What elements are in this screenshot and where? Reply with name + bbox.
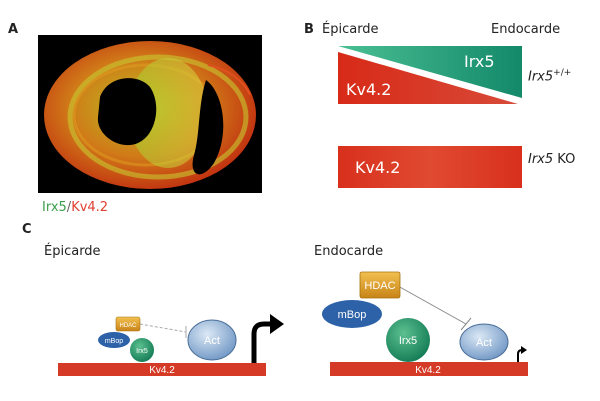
epicarde-hdac-box (115, 316, 141, 332)
epicarde-act-label: Act (204, 335, 220, 347)
legend-separator: / (66, 200, 72, 215)
ko-genotype-label: Irx5 KO (528, 152, 576, 167)
endocarde-irx5-label: Irx5 (399, 335, 417, 347)
endocarde-act-label: Act (476, 337, 492, 349)
endocarde-inhibition-line (397, 285, 467, 325)
panel-b-epicarde-label: Épicarde (322, 22, 379, 37)
panel-c-endocarde-title: Endocarde (314, 244, 384, 259)
wt-irx5-label: Irx5 (464, 52, 495, 71)
panel-a-letter: A (8, 22, 19, 37)
epicarde-act-ellipse (187, 319, 237, 361)
panel-b-letter: B (304, 22, 314, 37)
epicarde-gene-bar (58, 363, 266, 376)
epicarde-mbop-ellipse (98, 332, 130, 348)
endocarde-hdac-box (359, 271, 401, 299)
epicarde-irx5-label: Irx5 (136, 348, 148, 355)
epicarde-inhibition-line (139, 323, 187, 333)
heart-section-graphic (44, 41, 256, 189)
wt-kv42-label: Kv4.2 (346, 80, 392, 99)
kv42-gradient-triangle (338, 52, 518, 104)
endocarde-arrow-head-icon (521, 346, 527, 354)
panel-b-endocarde-label: Endocarde (491, 22, 561, 37)
ko-kv42-bar (338, 146, 522, 188)
panel-c-epicarde-title: Épicarde (44, 244, 101, 259)
wildtype-gradient-graphic (338, 46, 522, 104)
epicarde-transcription-arrow (251, 321, 272, 363)
endocarde-inhibition-bar (460, 317, 472, 331)
endocarde-irx5-circle (386, 318, 430, 362)
endocarde-act-ellipse (459, 323, 509, 361)
panel-a-legend: Irx5/Kv4.2 (42, 200, 108, 215)
epicarde-gene-label: Kv4.2 (149, 365, 175, 376)
epicarde-mbop-label: mBop (105, 338, 123, 345)
endocarde-model: Kv4.2 HDAC mBop Irx5 Act (322, 271, 528, 376)
endocarde-mbop-label: mBop (338, 309, 367, 321)
epicarde-arrow-head-icon (270, 314, 284, 334)
epicarde-model: Kv4.2 HDAC mBop Irx5 Act (58, 314, 284, 376)
wt-genotype-label: Irx5+/+ (528, 68, 572, 85)
irx5-gradient-triangle (338, 46, 522, 98)
endocarde-gene-label: Kv4.2 (415, 365, 441, 376)
endocarde-gene-bar (330, 362, 528, 376)
epicarde-hdac-label: HDAC (119, 323, 137, 329)
legend-irx5: Irx5 (42, 200, 67, 215)
heart-section-image (38, 35, 262, 193)
endocarde-mbop-ellipse (322, 300, 382, 328)
legend-kv42: Kv4.2 (71, 200, 109, 215)
endocarde-hdac-label: HDAC (364, 280, 395, 292)
epicarde-irx5-circle (130, 338, 154, 362)
ko-kv42-label: Kv4.2 (355, 158, 401, 177)
panel-c-letter: C (22, 222, 32, 237)
